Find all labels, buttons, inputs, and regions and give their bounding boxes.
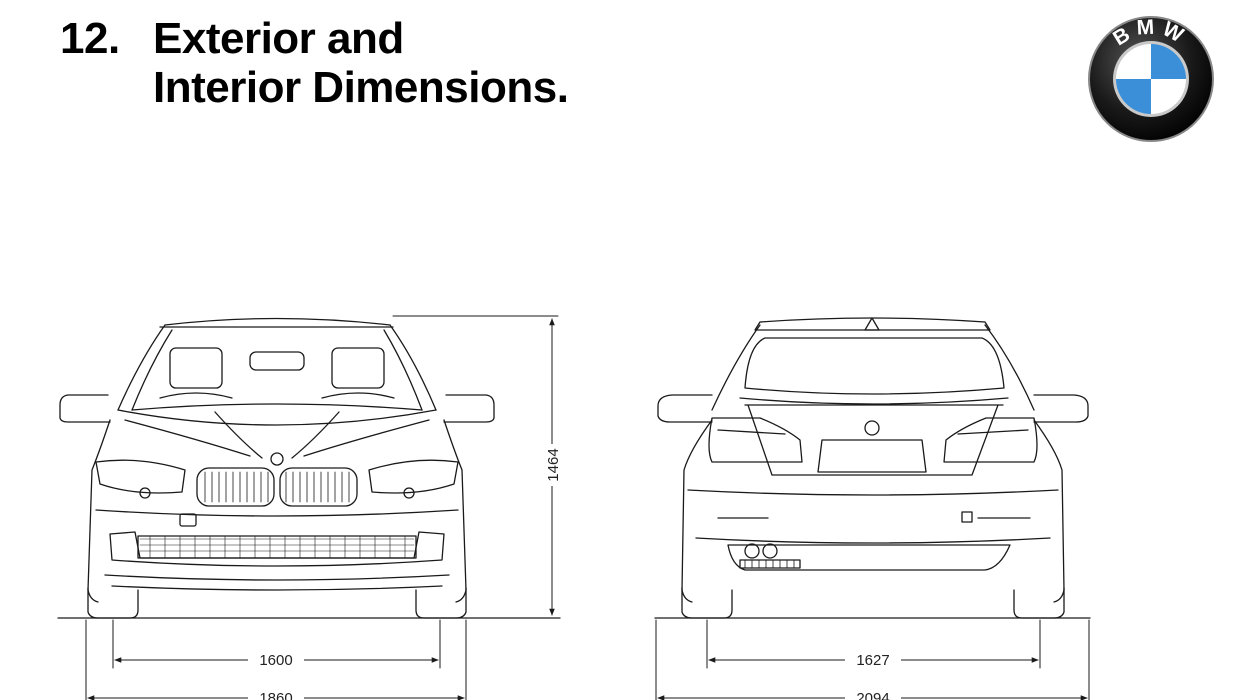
front-track-value: 1600 [259, 652, 292, 669]
bmw-roundel-icon: BMW [1088, 15, 1214, 142]
rear-width-value: 2094 [856, 690, 889, 700]
section-title-line2: Interior Dimensions. [153, 63, 569, 112]
section-number: 12. [60, 14, 120, 63]
car-rear-view [657, 317, 1089, 619]
car-front-view [59, 317, 495, 619]
front-width-value: 1860 [259, 690, 292, 700]
rear-track-value: 1627 [856, 652, 889, 669]
front-height-value: 1464 [545, 448, 562, 481]
roundel-quadrants [1116, 44, 1186, 114]
section-title-line1: Exterior and [153, 14, 404, 63]
